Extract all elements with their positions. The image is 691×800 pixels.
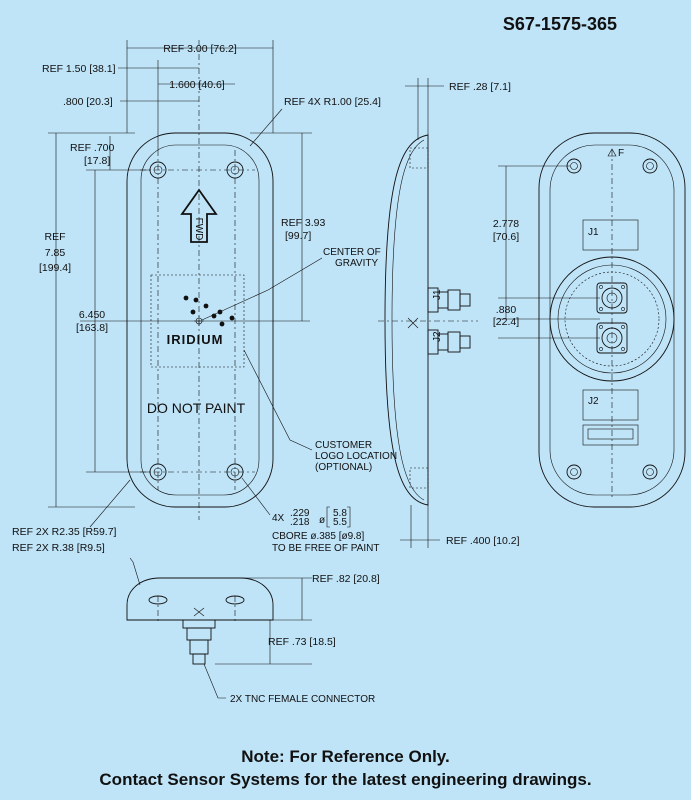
center-of-gravity-label-2: GRAVITY xyxy=(335,258,378,269)
antenna-outline xyxy=(126,132,274,508)
j-spacing-mm: [70.6] xyxy=(493,231,519,243)
cg-dim-mm: [99.7] xyxy=(285,230,311,242)
fwd-label: FWD xyxy=(193,218,204,241)
fwd-arrow-icon: FWD xyxy=(180,188,218,243)
hole-length-in: 6.450 xyxy=(79,309,105,321)
iridium-logo-icon xyxy=(183,295,235,327)
f-triangle-icon xyxy=(607,148,617,157)
iridium-brand: IRIDIUM xyxy=(167,332,224,347)
hole-spacing-dim: 1.600 [40.6] xyxy=(169,79,225,91)
note-line-1: Note: For Reference Only. xyxy=(241,747,450,766)
offset-800-dim: .800 [20.3] xyxy=(63,96,113,108)
ref-length-label: REF xyxy=(45,231,66,243)
tnc-connector-end xyxy=(182,619,216,665)
ref-length-mm: [199.4] xyxy=(39,262,71,274)
j2-side-label: J2 xyxy=(432,331,443,342)
customer-logo-label-2: LOGO LOCATION xyxy=(315,451,397,462)
cg-dim: REF 3.93 xyxy=(281,217,326,229)
note-line-2: Contact Sensor Systems for the latest en… xyxy=(99,770,592,789)
ref-700-mm: [17.8] xyxy=(84,155,110,167)
serial-plate xyxy=(582,424,639,446)
ref-28-dim: REF .28 [7.1] xyxy=(449,81,511,93)
hole-dia-max: .229 xyxy=(290,508,310,519)
hole-mm-min: 5.5 xyxy=(333,517,347,528)
side-view: J1 J2 xyxy=(378,134,478,506)
top-view: FWD IRIDIUM DO NOT PAINT xyxy=(80,40,310,520)
cbore-callout-2: TO BE FREE OF PAINT xyxy=(272,543,379,554)
hole-count: 4X xyxy=(272,513,285,524)
end-view xyxy=(126,577,274,665)
ref-400-dim: REF .400 [10.2] xyxy=(446,535,520,547)
corner-radius-dim: REF 4X R1.00 [25.4] xyxy=(284,96,381,108)
hole-mm-max: 5.8 xyxy=(333,508,347,519)
j2-label-plate xyxy=(582,389,639,421)
tnc-connector-j1: J1 xyxy=(427,287,471,313)
hole-length-mm: [163.8] xyxy=(76,322,108,334)
j1-side-label: J1 xyxy=(432,289,443,300)
hole-dia-min: .218 xyxy=(290,517,310,528)
do-not-paint-label: DO NOT PAINT xyxy=(147,400,246,416)
customer-logo-label: CUSTOMER xyxy=(315,440,372,451)
ref-73-dim: REF .73 [18.5] xyxy=(268,636,336,648)
part-number: S67-1575-365 xyxy=(503,14,617,34)
hole-phi: ø xyxy=(319,515,325,526)
ref-r235-dim: REF 2X R2.35 [R59.7] xyxy=(12,526,117,538)
bottom-view: F J1 J2 xyxy=(538,132,686,508)
ref-r38-dim: REF 2X R.38 [R9.5] xyxy=(12,542,105,554)
f-mark-label: F xyxy=(618,148,624,159)
antenna-inner-outline xyxy=(140,144,260,496)
j1-label-plate xyxy=(582,219,639,251)
ref-82-dim: REF .82 [20.8] xyxy=(312,573,380,585)
ref-700-dim: REF .700 xyxy=(70,142,115,154)
j1-label: J1 xyxy=(588,227,599,238)
cbore-callout: CBORE ø.385 [ø9.8] xyxy=(272,531,364,542)
conn-spacing-in: .880 xyxy=(496,304,517,316)
ref-hole-half-dim: REF 1.50 [38.1] xyxy=(42,63,116,75)
center-of-gravity-label: CENTER OF xyxy=(323,247,381,258)
conn-spacing-mm: [22.4] xyxy=(493,316,519,328)
side-cg-icon xyxy=(407,317,419,329)
ref-length-in: 7.85 xyxy=(45,247,66,259)
customer-logo-label-3: (OPTIONAL) xyxy=(315,462,372,473)
end-cg-icon xyxy=(193,607,205,617)
tnc-connector-j2: J2 xyxy=(427,329,471,355)
ref-width-dim: REF 3.00 [76.2] xyxy=(163,43,237,55)
j-spacing-in: 2.778 xyxy=(493,218,519,230)
j2-label: J2 xyxy=(588,396,599,407)
connector-label: 2X TNC FEMALE CONNECTOR xyxy=(230,694,375,705)
